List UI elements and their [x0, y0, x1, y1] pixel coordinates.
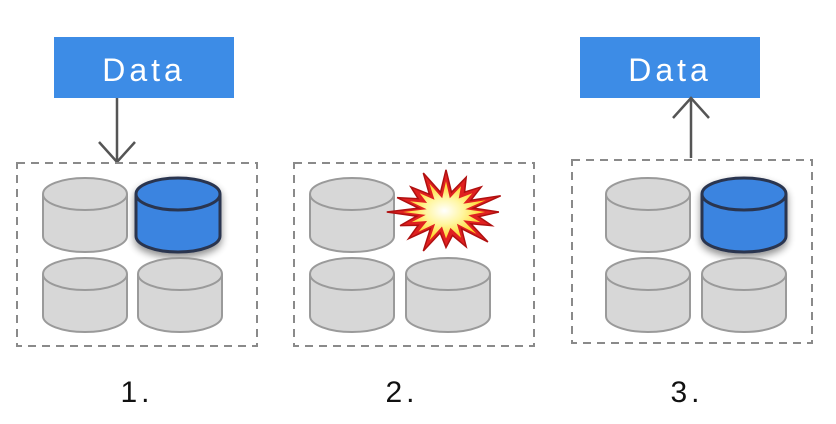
step-2-group: 2. [293, 162, 535, 409]
arrow-down-icon [98, 98, 136, 164]
disk-icon [309, 177, 395, 253]
disk-array-2 [293, 162, 535, 347]
disk-icon [309, 257, 395, 333]
data-box-3 [580, 37, 760, 98]
disk-icon [605, 177, 691, 253]
disk-icon-active [134, 176, 222, 254]
disk-icon-active [700, 176, 788, 254]
explosion-burst-inner [403, 181, 486, 241]
arrow-up-icon [672, 96, 710, 158]
disk-icon [42, 257, 128, 333]
explosion-icon [386, 169, 502, 252]
step-label-2: 2. [385, 376, 418, 409]
data-box-1 [54, 37, 234, 98]
step-label-1: 1. [120, 376, 153, 409]
disk-array-3 [571, 159, 813, 344]
disk-icon [137, 257, 223, 333]
data-box-1-label: Data [102, 52, 186, 88]
disk-icon [42, 177, 128, 253]
step-label-3: 3. [670, 376, 703, 409]
disk-icon [605, 257, 691, 333]
step-3-group: Data 3. [571, 37, 813, 409]
data-box-3-label: Data [628, 52, 712, 88]
disk-icon [405, 257, 491, 333]
disk-array-1 [16, 162, 258, 347]
step-1-group: Data 1. [16, 37, 258, 409]
disk-icon [701, 257, 787, 333]
